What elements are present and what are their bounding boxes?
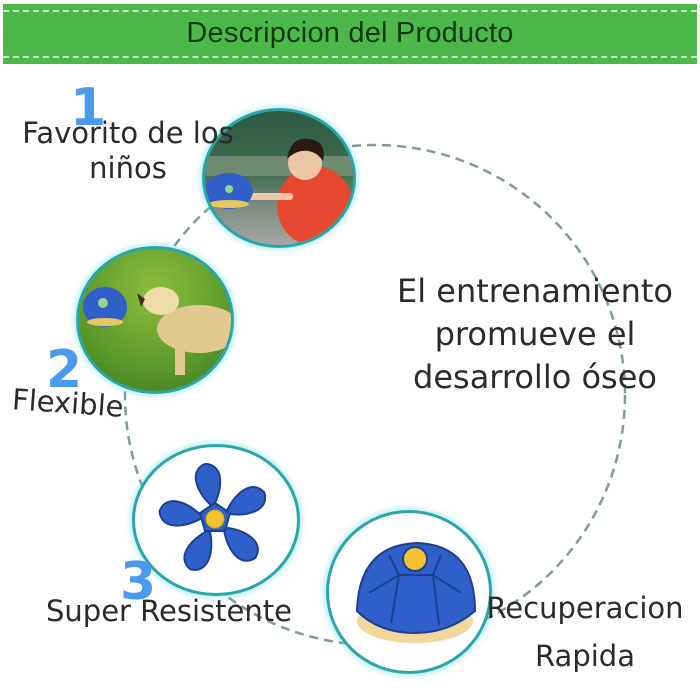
dog-photo-circle <box>76 246 234 394</box>
feature-number-2: 2 <box>46 340 83 400</box>
feature-label-4: Recuperacion Rapida <box>470 584 700 680</box>
feature-number-1: 1 <box>70 78 107 138</box>
center-line-3: desarrollo óseo <box>413 358 657 396</box>
ball-photo-circle <box>326 510 492 674</box>
feature-number-3: 3 <box>120 552 157 612</box>
disc-photo-circle <box>132 444 300 596</box>
dog-catching-ball-photo <box>83 287 231 375</box>
feature-label-4-line2: Rapida <box>535 639 635 673</box>
stitch-line <box>3 56 697 58</box>
feature-label-3: Super Resistente <box>46 594 292 628</box>
page-title: Descripcion del Producto <box>186 17 514 49</box>
center-line-2: promueve el <box>434 315 636 353</box>
feature-label-1-line1: Favorito de los <box>22 116 234 150</box>
header-banner: Descripcion del Producto <box>3 4 697 64</box>
child-throwing-ball-photo <box>205 138 353 245</box>
ball-shape-photo <box>355 541 477 643</box>
feature-label-4-line1: Recuperacion <box>486 591 684 625</box>
stitch-line <box>3 10 697 12</box>
center-description: El entrenamiento promueve el desarrollo … <box>380 270 690 399</box>
child-photo-circle <box>202 108 356 248</box>
flat-disc-ball-photo <box>158 462 267 571</box>
feature-label-1-line2: niños <box>89 150 167 185</box>
feature-label-1: Favorito de los niños <box>18 116 238 186</box>
center-line-1: El entrenamiento <box>397 272 673 310</box>
